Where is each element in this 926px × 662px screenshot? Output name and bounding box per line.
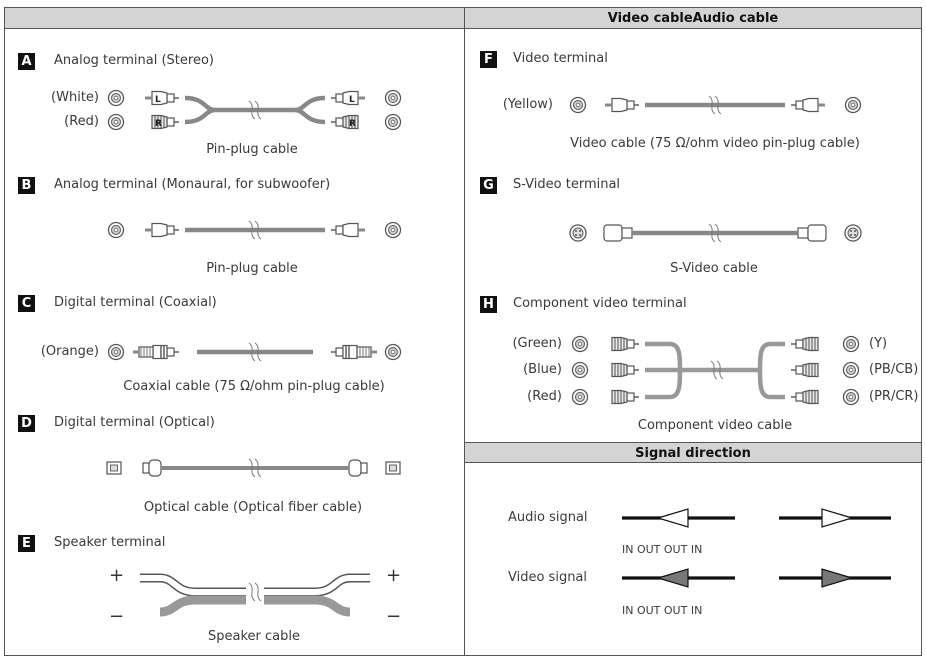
badge-f: F	[480, 51, 497, 68]
title-g: S-Video terminal	[513, 177, 621, 192]
badge-d: D	[18, 415, 35, 432]
section-g-art	[569, 223, 862, 243]
signal-direction-header: Signal direction	[465, 442, 921, 463]
video-signal-label: Video signal	[508, 570, 588, 585]
section-b-art	[107, 220, 402, 240]
plus-left: +	[109, 565, 125, 586]
badge-c: C	[18, 295, 35, 312]
video-in-out: IN OUT OUT IN	[622, 604, 703, 617]
label-yellow: (Yellow)	[502, 97, 553, 112]
caption-g: S-Video cable	[670, 261, 758, 276]
minus-right: −	[386, 606, 402, 627]
title-c: Digital terminal (Coaxial)	[54, 295, 217, 310]
badge-h: H	[480, 296, 497, 313]
label-green: (Green)	[512, 336, 562, 351]
caption-h: Component video cable	[637, 418, 793, 433]
label-red-a: (Red)	[64, 114, 99, 129]
label-blue: (Blue)	[523, 362, 562, 377]
title-b: Analog terminal (Monaural, for subwoofer…	[54, 177, 331, 192]
label-pr: (PR/CR)	[869, 389, 919, 404]
caption-c: Coaxial cable (75 Ω/ohm pin-plug cable)	[123, 379, 385, 394]
title-e: Speaker terminal	[54, 535, 166, 550]
outer-frame	[4, 7, 922, 656]
title-d: Digital terminal (Optical)	[54, 415, 215, 430]
title-a: Analog terminal (Stereo)	[54, 53, 214, 68]
section-f-art	[569, 95, 862, 115]
plus-right: +	[386, 565, 402, 586]
badge-e: E	[18, 535, 35, 552]
audio-in-out: IN OUT OUT IN	[622, 543, 703, 556]
label-red-h: (Red)	[527, 389, 562, 404]
plug-l-left: L	[155, 95, 161, 105]
section-d-art	[106, 458, 401, 478]
title-h: Component video terminal	[513, 296, 687, 311]
plug-l-right: L	[349, 95, 355, 105]
section-a-art	[107, 89, 402, 131]
badge-a: A	[18, 53, 35, 70]
label-orange: (Orange)	[40, 344, 99, 359]
caption-e: Speaker cable	[208, 629, 300, 644]
caption-d: Optical cable (Optical fiber cable)	[143, 500, 363, 515]
caption-b: Pin-plug cable	[206, 261, 298, 276]
title-f: Video terminal	[513, 51, 608, 66]
signal-arrows	[622, 508, 891, 588]
label-y: (Y)	[869, 336, 888, 351]
right-header: Video cableAudio cable	[465, 8, 921, 29]
section-e-art	[140, 570, 370, 617]
caption-a: Pin-plug cable	[206, 142, 298, 157]
caption-f: Video cable (75 Ω/ohm video pin-plug cab…	[570, 136, 860, 151]
section-h-art	[571, 335, 860, 406]
audio-signal-label: Audio signal	[508, 510, 588, 525]
badge-g: G	[480, 177, 497, 194]
plug-r-left: R	[155, 119, 162, 129]
left-header	[5, 8, 464, 29]
badge-b: B	[18, 177, 35, 194]
plug-r-right: R	[349, 119, 356, 129]
column-divider	[464, 7, 466, 656]
minus-left: −	[109, 606, 125, 627]
label-pb: (PB/CB)	[869, 362, 919, 377]
section-c-art	[107, 342, 402, 362]
label-white: (White)	[51, 90, 99, 105]
